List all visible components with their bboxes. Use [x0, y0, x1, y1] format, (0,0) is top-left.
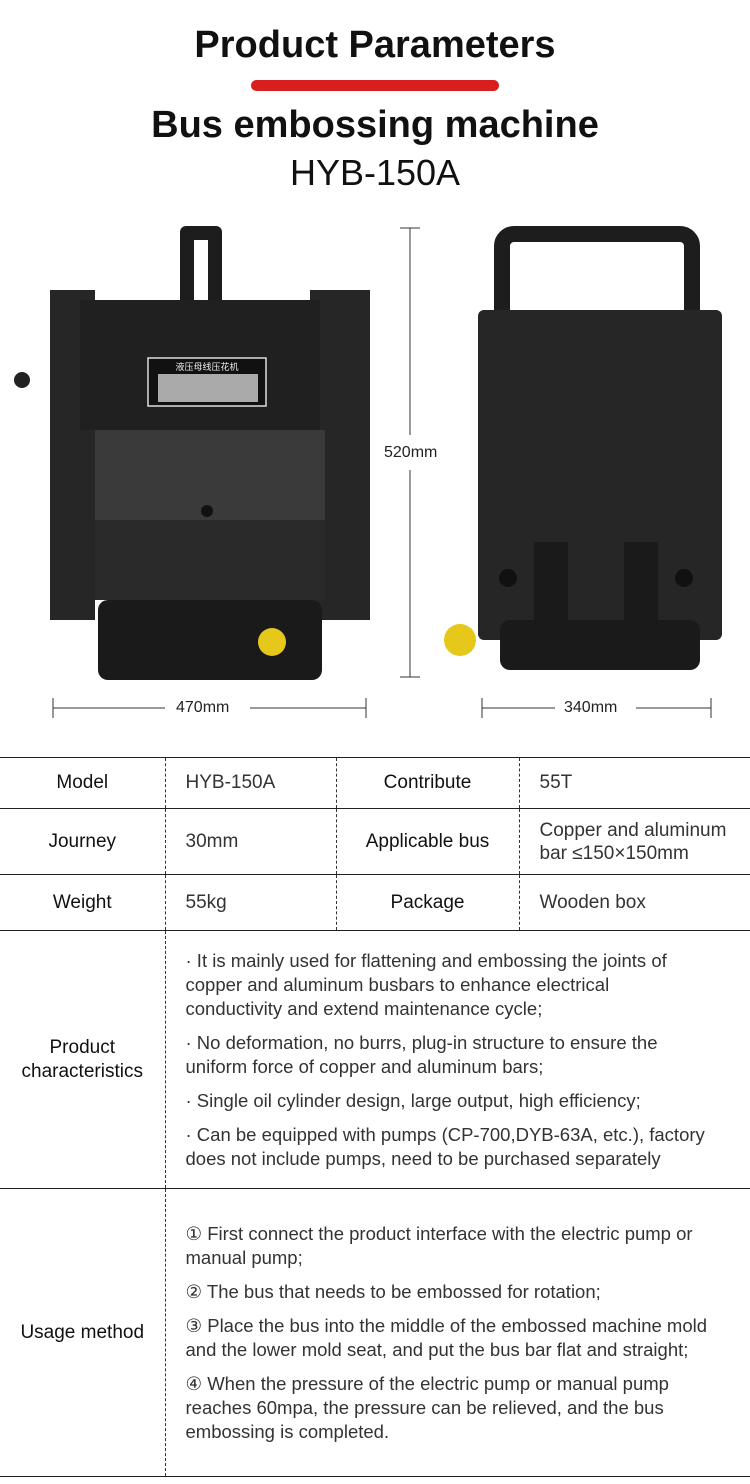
characteristic-item: · It is mainly used for flattening and e… [185, 949, 667, 1019]
usage-step: ② The bus that needs to be embossed for … [185, 1280, 601, 1302]
spec-value: 55T [518, 757, 750, 809]
title-underline [251, 80, 499, 91]
spec-label: Model [0, 757, 165, 809]
spec-label: Journey [0, 808, 165, 875]
table-row: Weight 55kg Package Wooden box [0, 874, 750, 931]
front-view-machine: 液压母线压花机 [14, 226, 370, 680]
spec-label: Package [335, 874, 519, 931]
spec-value: 55kg [164, 874, 336, 931]
table-row: Journey 30mm Applicable bus Copper and a… [0, 808, 750, 875]
characteristics-label: Product characteristics [0, 930, 165, 1189]
height-dimension: 520mm [378, 444, 444, 462]
side-width-dimension: 340mm [558, 699, 624, 717]
front-width-dimension: 470mm [170, 699, 236, 717]
spec-value: Copper and aluminum bar ≤150×150mm [518, 808, 750, 875]
spec-label: Applicable bus [335, 808, 519, 875]
spec-label: Contribute [335, 757, 519, 809]
spec-value: Wooden box [518, 874, 750, 931]
characteristic-item: · Can be equipped with pumps (CP-700,DYB… [185, 1123, 705, 1169]
product-photo: 液压母线压花机 [14, 226, 722, 718]
spec-label: Weight [0, 874, 165, 931]
table-row: Product characteristics · It is mainly u… [0, 930, 750, 1189]
spec-value: HYB-150A [164, 757, 336, 809]
nameplate-title: 液压母线压花机 [175, 361, 238, 372]
usage-step: ④ When the pressure of the electric pump… [185, 1372, 669, 1442]
table-row: Model HYB-150A Contribute 55T [0, 757, 750, 809]
usage-label: Usage method [0, 1188, 165, 1477]
characteristic-item: · Single oil cylinder design, large outp… [185, 1089, 641, 1111]
usage-step: ③ Place the bus into the middle of the e… [185, 1314, 708, 1360]
spec-table: Model HYB-150A Contribute 55T Journey 30… [0, 757, 750, 1477]
side-view-machine [444, 226, 722, 670]
characteristic-item: · No deformation, no burrs, plug-in stru… [185, 1031, 658, 1077]
spec-value: 30mm [164, 808, 336, 875]
page-title: Product Parameters [194, 24, 556, 66]
product-model: HYB-150A [289, 152, 461, 193]
table-row: Usage method ① First connect the product… [0, 1188, 750, 1477]
usage-step: ① First connect the product interface wi… [185, 1222, 693, 1268]
product-name: Bus embossing machine [151, 104, 599, 146]
